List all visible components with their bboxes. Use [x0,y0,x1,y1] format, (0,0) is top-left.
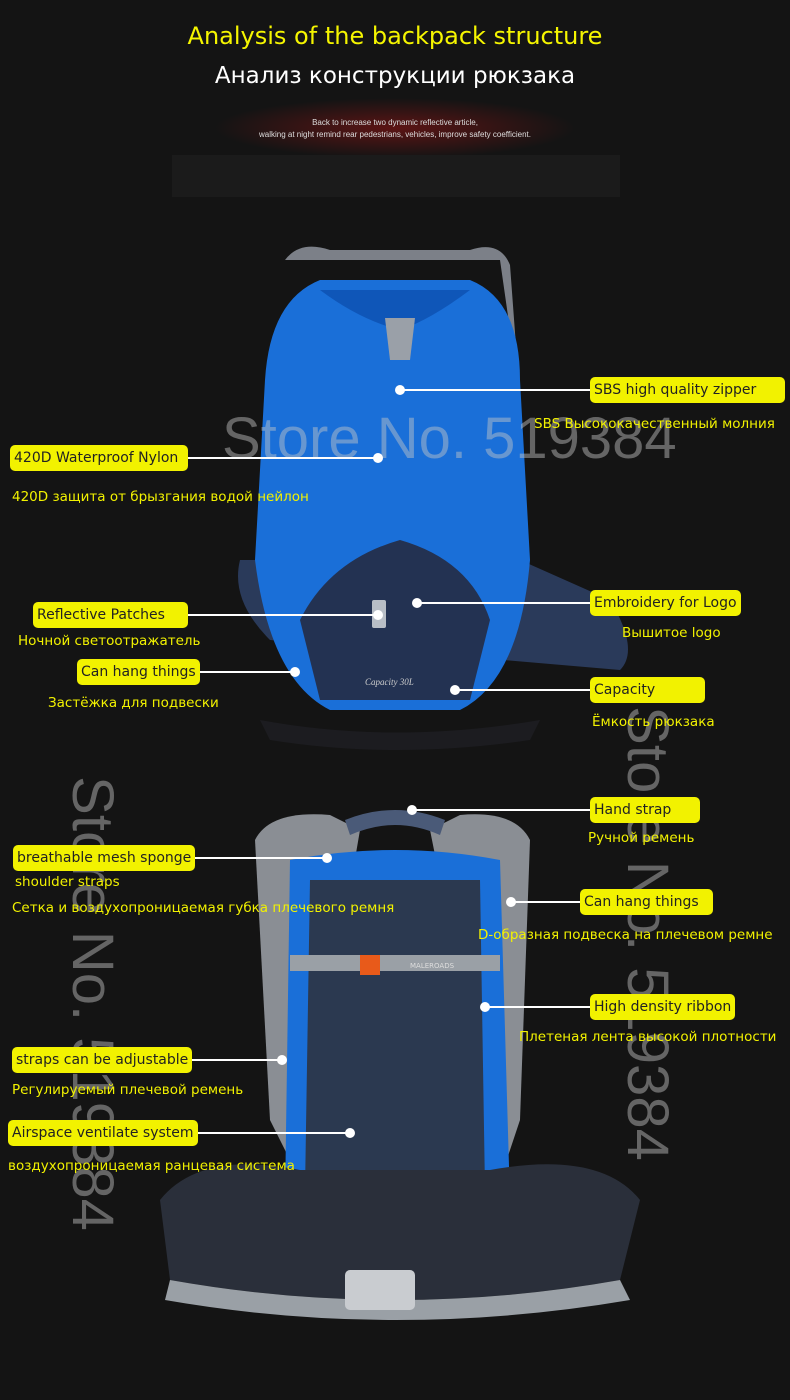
callout-subtitle: 420D защита от брызгания водой нейлон [12,489,309,505]
title-russian: Анализ конструкции рюкзака [214,63,576,89]
title-english: Analysis of the backpack structure [187,22,603,50]
callout-line [485,1006,590,1008]
callout-subtitle: Ручной ремень [588,830,695,846]
callout-line [412,809,590,811]
note-line-1: Back to increase two dynamic reflective … [312,118,478,127]
callout-subtitle: SBS Высококачественный молния [534,416,775,432]
callout-subtitle: Плетеная лента высокой плотности [519,1029,777,1045]
callout-line [188,857,327,859]
callout-dot [407,805,417,815]
callout-line [188,614,378,616]
callout-line [417,602,590,604]
brand-print: MALEROADS [410,962,455,970]
callout-label: Can hang things [580,889,713,915]
callout-line [511,901,580,903]
callout-subtitle: shoulder straps [15,874,120,890]
note-line-2: walking at night remind rear pedestrians… [259,130,531,139]
callout-line [188,457,378,459]
callout-label: Hand strap [590,797,700,823]
callout-label: Reflective Patches [33,602,188,628]
header-band [172,155,620,197]
callout-line [188,1059,282,1061]
callout-label: Can hang things [77,659,200,685]
callout-dot [345,1128,355,1138]
callout-dot [412,598,422,608]
callout-subtitle: Застёжка для подвески [48,695,219,711]
watermark-horizontal: Store No. 519384 [222,406,677,471]
callout-dot [322,853,332,863]
callout-subtitle: Ночной светоотражатель [18,633,201,649]
callout-dot [277,1055,287,1065]
callout-label: breathable mesh sponge [13,845,196,871]
callout-subtitle: Сетка и воздухопроницаемая губка плечево… [12,900,395,916]
callout-label: straps can be adjustable [12,1047,193,1073]
callout-subtitle: воздухопроницаемая ранцевая система [8,1158,295,1174]
callout-label: High density ribbon [590,994,736,1020]
callout-subtitle: D-образная подвеска на плечевом ремне [478,927,773,943]
callout-subtitle: Регулируемый плечевой ремень [12,1082,244,1098]
capacity-print: Capacity 30L [365,677,414,687]
callout-dot [506,897,516,907]
callout-dot [395,385,405,395]
callout-label: Capacity [590,677,705,703]
callout-dot [450,685,460,695]
callout-subtitle: Ёмкость рюкзака [592,714,715,730]
callout-dot [290,667,300,677]
callout-label: SBS high quality zipper [590,377,785,403]
callout-dot [373,453,383,463]
callout-line [188,1132,350,1134]
callout-dot [480,1002,490,1012]
backpack-back: MALEROADS [160,810,640,1320]
callout-label: Embroidery for Logo [590,590,741,616]
reflective-note: Back to increase two dynamic reflective … [0,117,790,141]
callout-label: 420D Waterproof Nylon [10,445,188,471]
callout-label: Airspace ventilate system [8,1120,198,1146]
callout-line [400,389,590,391]
callout-line [188,671,295,673]
callout-line [455,689,590,691]
callout-subtitle: Вышитое logo [622,625,721,641]
callout-dot [373,610,383,620]
